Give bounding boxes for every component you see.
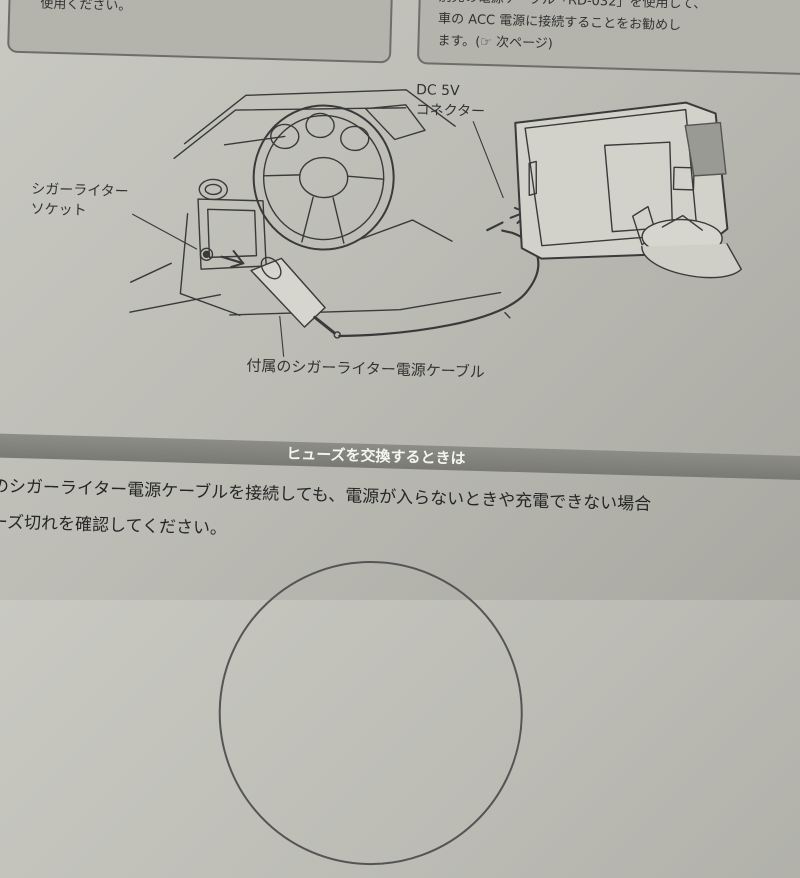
dc-connector-label-line2: コネクター bbox=[415, 102, 486, 121]
dc-connector-label: DC 5V コネクター bbox=[415, 80, 486, 122]
lighter-socket-label-line1: シガーライター bbox=[30, 181, 129, 201]
dc-connector-label-line1: DC 5V bbox=[415, 82, 460, 100]
power-cable bbox=[338, 229, 540, 338]
dashboard-drawing bbox=[129, 89, 502, 316]
lighter-socket-drawing bbox=[199, 247, 245, 268]
section-heading: ヒューズを交換するときは bbox=[286, 444, 466, 468]
body-text: 属のシガーライター電源ケーブルを接続しても、電源が入らないときや充電できない場合… bbox=[0, 468, 800, 565]
lighter-plug-drawing bbox=[250, 256, 341, 339]
lighter-socket-label: シガーライター ソケット bbox=[30, 179, 129, 222]
suction-mount-drawing bbox=[632, 205, 742, 279]
circle-illustration bbox=[214, 556, 527, 870]
lighter-socket-label-line2: ソケット bbox=[30, 201, 87, 219]
installation-illustration bbox=[129, 89, 742, 358]
steering-wheel-drawing bbox=[252, 104, 453, 251]
